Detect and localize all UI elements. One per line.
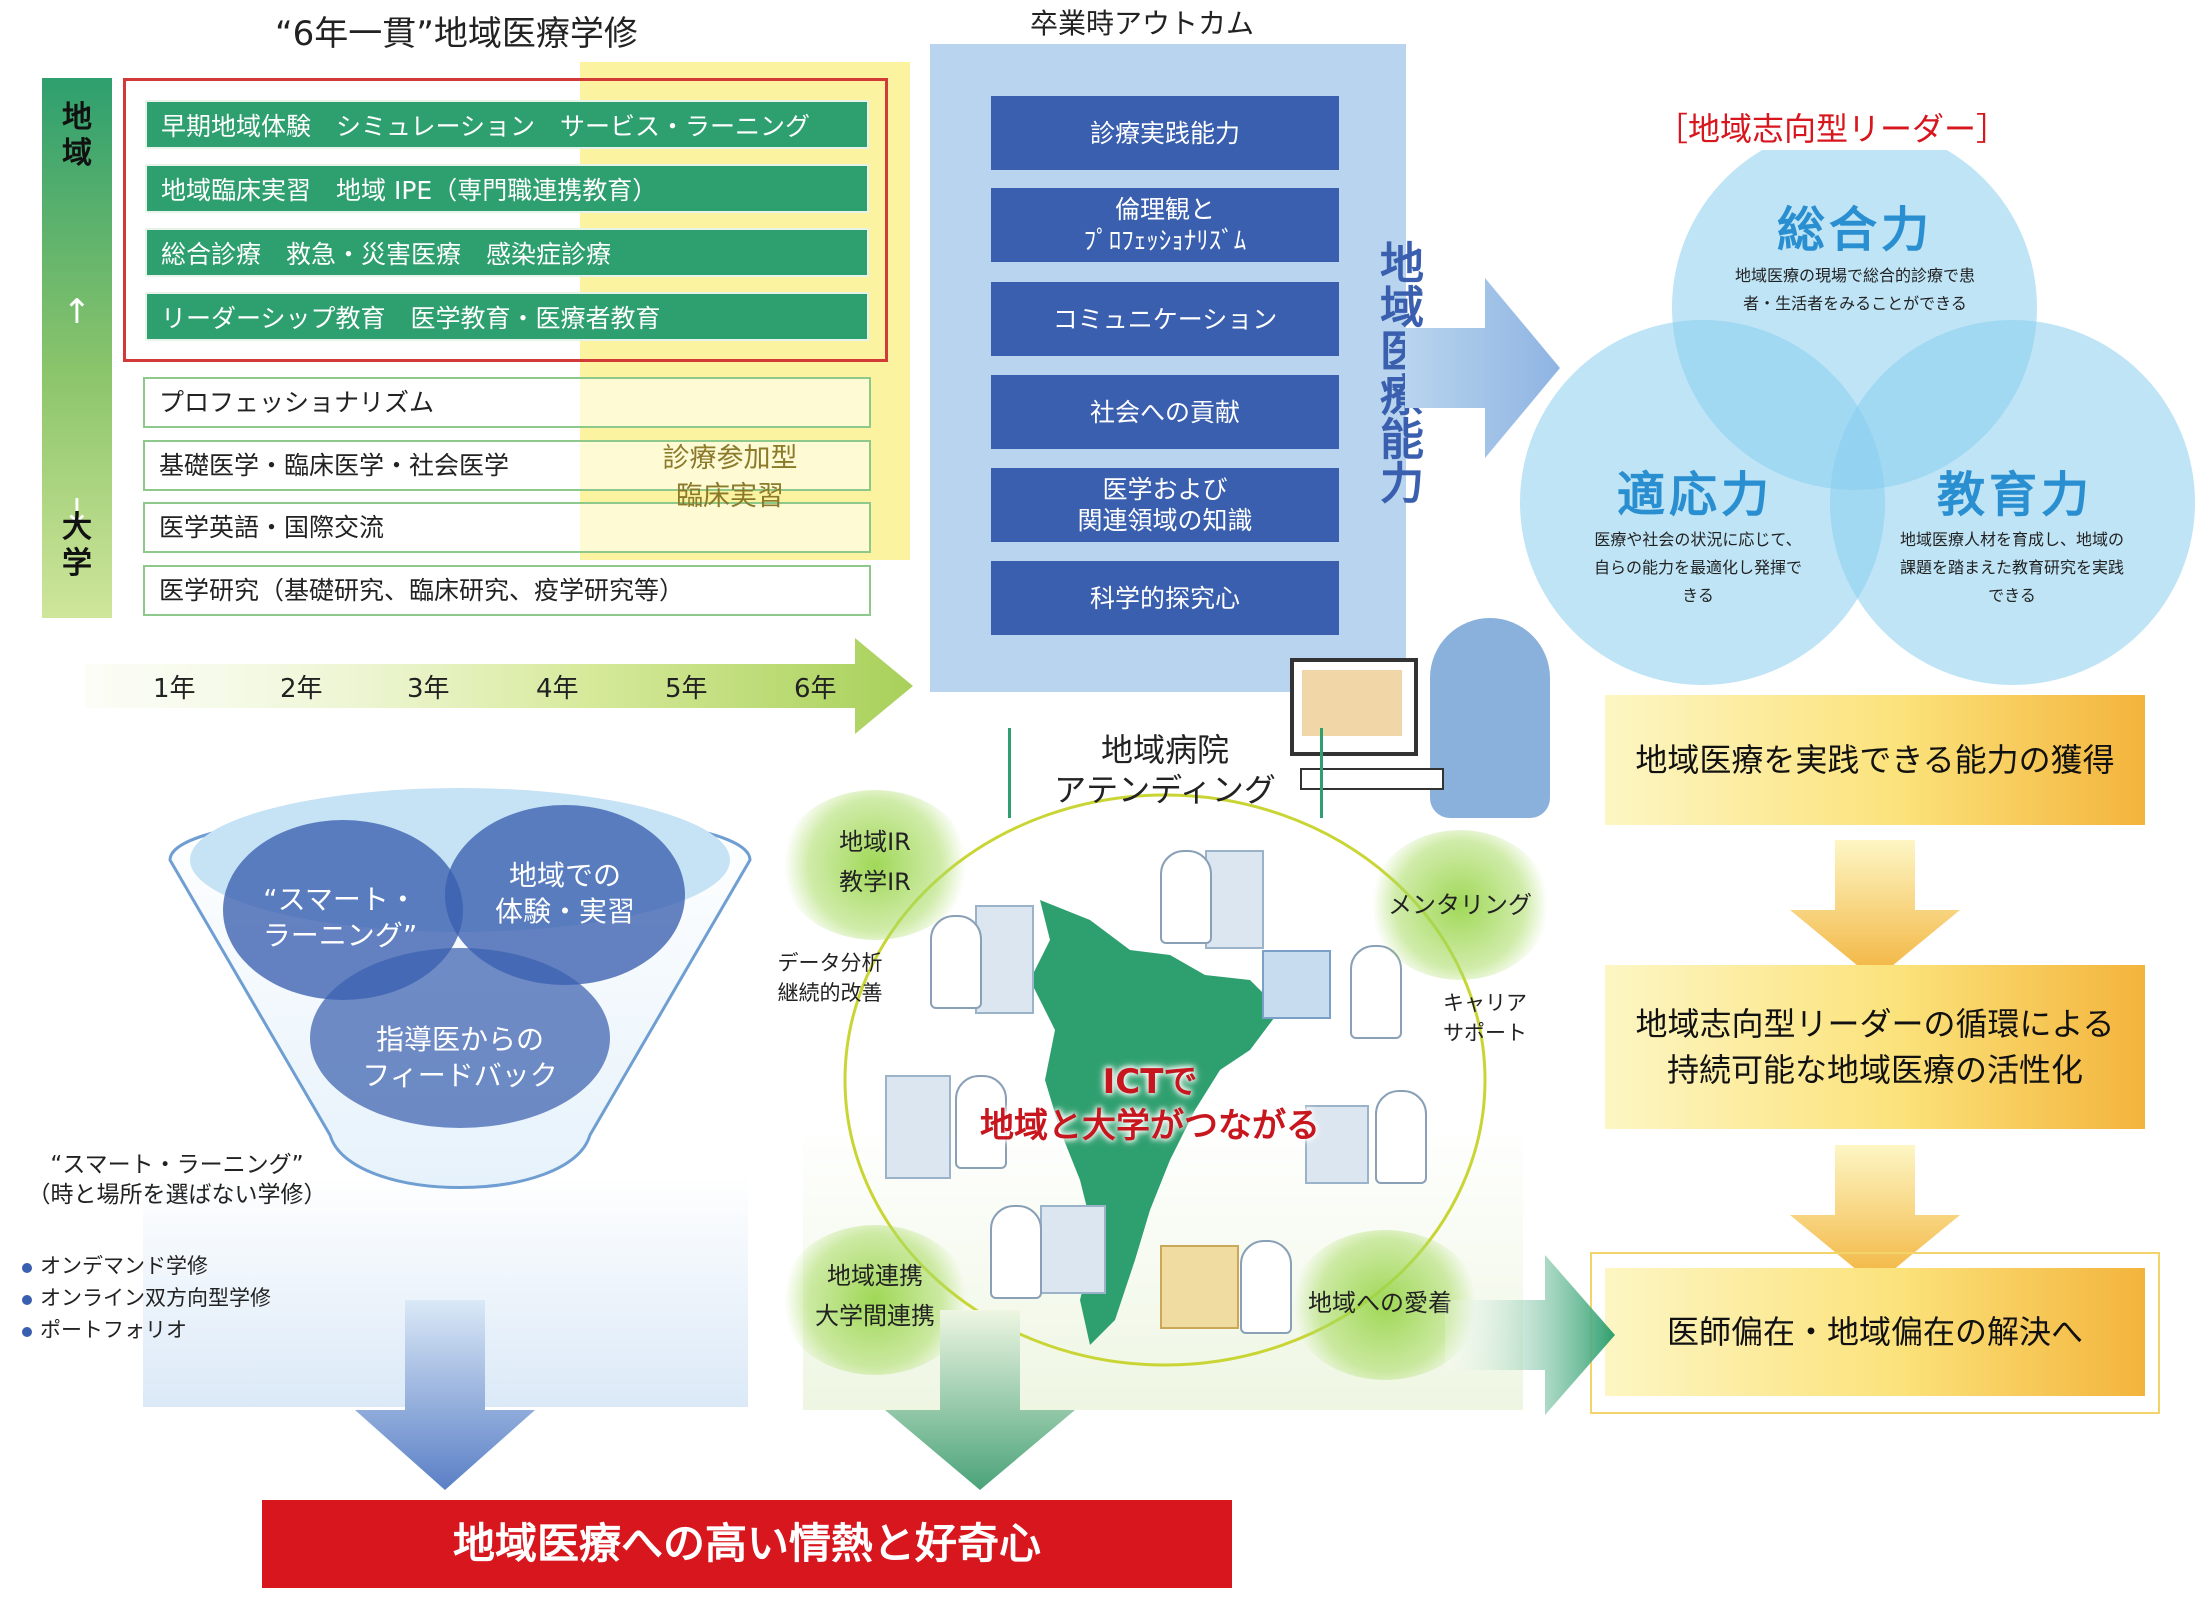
curriculum-row-8: 医学研究（基礎研究、臨床研究、疫学研究等） — [143, 565, 871, 616]
year-5: 5年 — [665, 674, 708, 704]
ir-label: 地域IR 教学IR — [839, 828, 911, 896]
smart-down-arrow — [355, 1300, 535, 1490]
smart-bullet-3: ポートフォリオ — [22, 1314, 187, 1344]
doctor-icon — [1160, 850, 1212, 944]
venn-circle-educational — [1830, 320, 2195, 685]
network-ring — [843, 793, 1487, 1367]
hospital-icon — [1305, 1105, 1369, 1184]
attachment-label: 地域への愛着 — [1308, 1289, 1452, 1317]
curriculum-row-6: 基礎医学・臨床医学・社会医学 — [143, 440, 871, 491]
curriculum-row-5: プロフェッショナリズム — [143, 377, 871, 428]
attending-label: 地域病院 アテンディング — [1054, 731, 1276, 809]
doctor-icon — [1350, 945, 1402, 1039]
outcomes-title: 卒業時アウトカム — [1030, 7, 1255, 40]
outcome-6: 科学的探究心 — [991, 561, 1339, 635]
curriculum-title: “6年一貫”地域医療学修 — [275, 14, 638, 54]
clinical-clerkship-label: 診療参加型 臨床実習 — [662, 443, 798, 512]
hospital-icon — [1040, 1205, 1106, 1294]
ict-label: ICTで 地域と大学がつながる — [980, 1062, 1320, 1146]
doctor-icon — [1240, 1240, 1292, 1334]
outcome-2: 倫理観と ﾌﾟﾛﾌｪｯｼｮﾅﾘｽﾞﾑ — [991, 188, 1339, 262]
instructor-feedback-label: 指導医からの フィードバック — [362, 1023, 558, 1092]
smart-bullet-1: オンデマンド学修 — [22, 1250, 208, 1280]
year-3: 3年 — [407, 674, 450, 704]
year-arrow — [85, 638, 913, 734]
curriculum-row-3: 総合診療 救急・災害医療 感染症診療 — [145, 228, 869, 277]
venn-circle-adaptive — [1520, 320, 1885, 685]
doctor-icon — [930, 915, 982, 1009]
passion-banner: 地域医療への高い情熱と好奇心 — [262, 1500, 1232, 1588]
doctor-icon — [955, 1075, 1007, 1169]
curriculum-row-1: 早期地域体験 シミュレーション サービス・ラーニング — [145, 100, 869, 149]
career-support-label: キャリア サポート — [1443, 991, 1527, 1045]
curriculum-row-4: リーダーシップ教育 医学教育・医療者教育 — [145, 292, 869, 341]
comprehensive-title: 総合力 — [1776, 202, 1933, 258]
smart-circle-feedback — [310, 948, 610, 1128]
keyboard-icon — [1300, 768, 1444, 790]
result-3: 医師偏在・地域偏在の解決へ — [1605, 1268, 2145, 1396]
outcome-to-leader-arrow — [1405, 278, 1560, 458]
collaboration-label: 地域連携 大学間連携 — [815, 1262, 935, 1330]
monitor-screen — [1302, 670, 1402, 736]
axis-arrow-icon: ↑ ↓ — [62, 292, 92, 532]
learner-icon — [1430, 618, 1550, 818]
hospital-icon — [975, 905, 1034, 1014]
doctor-icon — [1375, 1090, 1427, 1184]
leadership-outline — [123, 78, 888, 362]
doctor-icon — [990, 1205, 1042, 1299]
outcome-5: 医学および 関連領域の知識 — [991, 468, 1339, 542]
outcome-4: 社会への貢献 — [991, 375, 1339, 449]
result-2: 地域志向型リーダーの循環による 持続可能な地域医療の活性化 — [1605, 965, 2145, 1129]
year-6: 6年 — [794, 674, 837, 704]
outcome-3: コミュニケーション — [991, 282, 1339, 356]
network-down-arrow — [885, 1310, 1075, 1490]
smart-bullet-2: オンライン双方向型学修 — [22, 1282, 271, 1312]
result-arrow-1 — [1790, 840, 1960, 980]
smart-learning-heading: “スマート・ラーニング” （時と場所を選ばない学修） — [27, 1152, 327, 1208]
attending-bracket — [1008, 728, 1323, 818]
educational-title: 教育力 — [1936, 467, 2093, 523]
year-1: 1年 — [153, 674, 196, 704]
educational-desc: 地域医療人材を育成し、地域の 課題を踏まえた教育研究を実践 できる — [1899, 530, 2124, 605]
hospital-icon — [1205, 850, 1264, 949]
leader-title: ［地域志向型リーダー］ — [1652, 104, 2013, 150]
axis-bottom-label: 大学 — [62, 510, 92, 581]
mentoring-blob — [1370, 830, 1550, 980]
result-1: 地域医療を実践できる能力の獲得 — [1605, 695, 2145, 825]
region-map — [1030, 900, 1280, 1345]
axis-top-label: 地域 — [62, 100, 92, 171]
hospital-icon — [885, 1075, 951, 1179]
smart-learning-label: “スマート・ ラーニング” — [262, 883, 418, 952]
university-icon — [1160, 1245, 1239, 1329]
hospital-icon — [1262, 950, 1331, 1019]
data-analysis-label: データ分析 継続的改善 — [777, 951, 883, 1005]
curriculum-row-7: 医学英語・国際交流 — [143, 502, 871, 553]
collab-blob — [780, 1225, 970, 1375]
mentoring-label: メンタリング — [1388, 891, 1532, 919]
adaptive-title: 適応力 — [1616, 467, 1773, 523]
regional-experience-label: 地域での 体験・実習 — [494, 859, 635, 928]
ir-blob — [780, 790, 970, 940]
year-2: 2年 — [280, 674, 323, 704]
year-4: 4年 — [536, 674, 579, 704]
region-university-axis — [42, 78, 112, 618]
result-arrow-2 — [1790, 1145, 1960, 1285]
outcome-1: 診療実践能力 — [991, 96, 1339, 170]
curriculum-row-2: 地域臨床実習 地域 IPE（専門職連携教育） — [145, 164, 869, 213]
network-to-result-arrow — [1445, 1255, 1615, 1415]
adaptive-desc: 医療や社会の状況に応じて、 自らの能力を最適化し発揮で きる — [1593, 530, 1802, 605]
comprehensive-desc: 地域医療の現場で総合的診療で患 者・生活者をみることができる — [1734, 266, 1975, 313]
